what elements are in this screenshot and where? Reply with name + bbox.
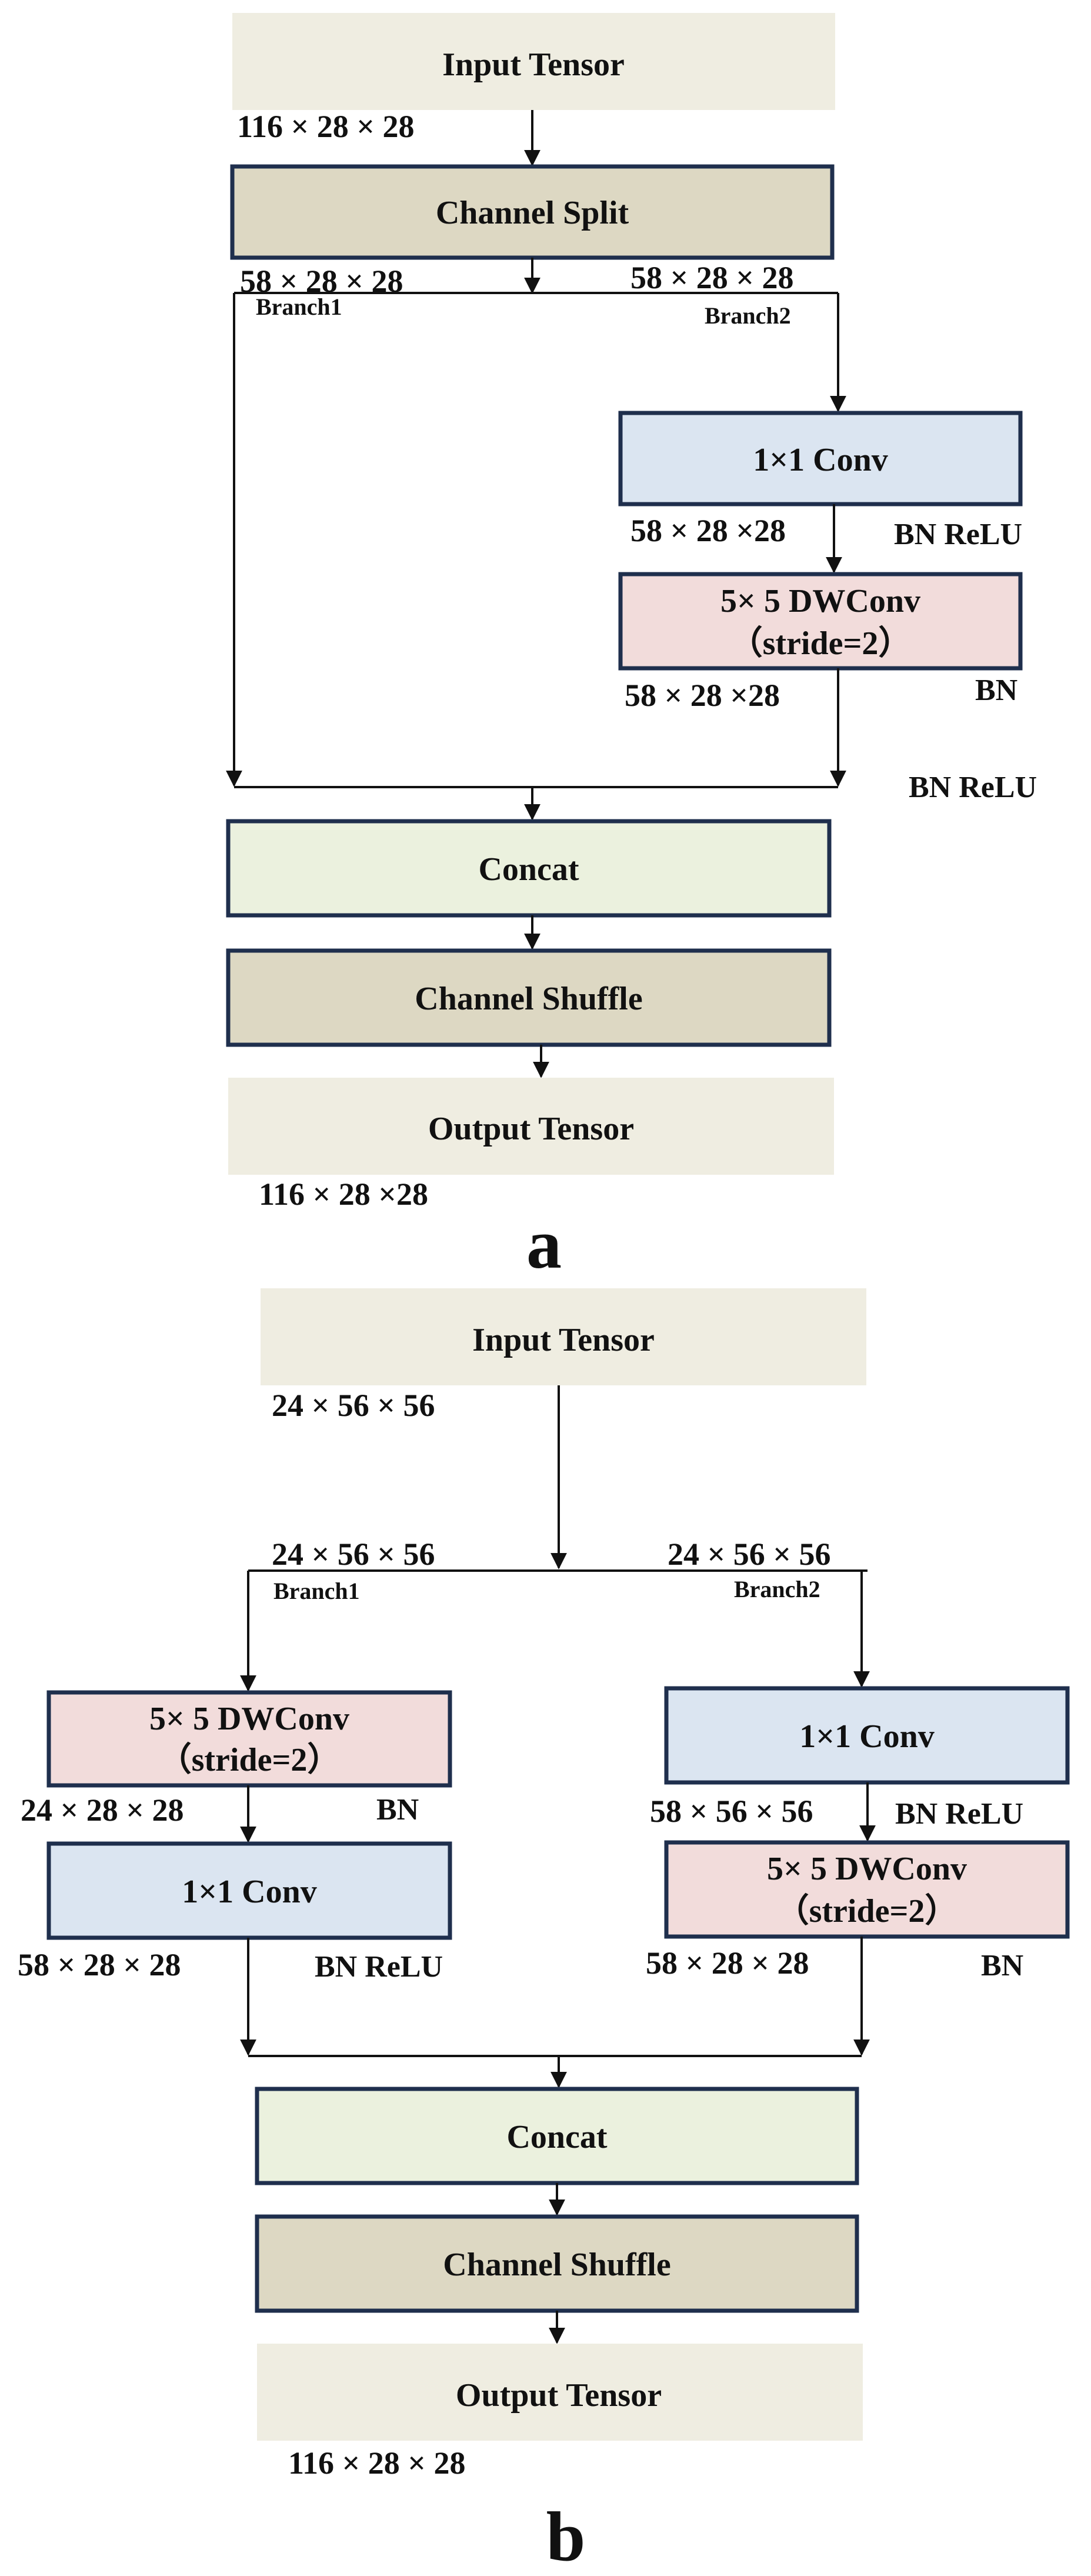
b-left-conv1x1-box xyxy=(46,1841,452,1940)
b-left-dwconv-dim: 24 × 28 × 28 xyxy=(21,1792,184,1828)
a-output-dim: 116 × 28 ×28 xyxy=(259,1177,428,1212)
a-conv1x1-dim: 58 × 28 ×28 xyxy=(630,513,786,548)
b-left-dwconv-act: BN xyxy=(376,1793,419,1827)
b-input-box xyxy=(261,1288,866,1385)
a-input-dim: 116 × 28 × 28 xyxy=(237,109,415,144)
a-branch2-label: Branch2 xyxy=(705,302,791,329)
b-output-dim: 116 × 28 × 28 xyxy=(288,2445,466,2481)
b-concat-box xyxy=(255,2087,859,2185)
b-left-dwconv-line1: 5× 5 DWConv xyxy=(149,1701,349,1737)
a-output-label: Output Tensor xyxy=(428,1111,634,1147)
b-input-dim: 24 × 56 × 56 xyxy=(272,1388,435,1423)
a-concat-label: Concat xyxy=(478,851,579,888)
b-shuffle-box xyxy=(255,2214,859,2313)
b-right-conv1x1-label: 1×1 Conv xyxy=(799,1718,935,1755)
a-split-dim-right: 58 × 28 × 28 xyxy=(630,260,794,295)
a-input-box xyxy=(232,13,835,110)
b-output-label: Output Tensor xyxy=(456,2377,662,2414)
a-conv1x1-box xyxy=(618,411,1023,506)
b-right-conv1x1-dim: 58 × 56 × 56 xyxy=(650,1794,813,1829)
a-dwconv-line2: （stride=2） xyxy=(730,625,912,662)
b-left-conv1x1-act: BN ReLU xyxy=(315,1950,443,1984)
a-concat-box xyxy=(226,819,832,918)
panel-b: Input Tensor 24 × 56 × 56 24 × 56 × 56 2… xyxy=(18,1288,1070,2575)
a-input-label: Input Tensor xyxy=(442,46,625,83)
b-right-conv1x1-box xyxy=(664,1686,1070,1785)
b-input-label: Input Tensor xyxy=(472,1322,655,1358)
a-conv1x1-act: BN ReLU xyxy=(894,518,1022,551)
b-branch2-label: Branch2 xyxy=(734,1576,820,1602)
b-right-conv1x1-act: BN ReLU xyxy=(895,1797,1023,1831)
a-channel-split-label: Channel Split xyxy=(436,195,629,231)
panel-a: Input Tensor 116 × 28 × 28 Channel Split… xyxy=(226,13,1037,1283)
b-right-dwconv-box xyxy=(664,1840,1070,1939)
a-output-box xyxy=(228,1078,834,1175)
a-conv1x1-label: 1×1 Conv xyxy=(753,442,888,478)
a-shuffle-label: Channel Shuffle xyxy=(415,981,642,1017)
a-dwconv-act: BN xyxy=(975,674,1017,707)
a-dwconv-dim: 58 × 28 ×28 xyxy=(625,678,780,713)
panel-b-label: b xyxy=(546,2497,586,2575)
a-channel-split-box xyxy=(230,164,835,260)
b-right-dwconv-act: BN xyxy=(981,1949,1023,1982)
b-shuffle-label: Channel Shuffle xyxy=(443,2247,670,2283)
b-right-dwconv-dim: 58 × 28 × 28 xyxy=(646,1945,809,1981)
b-right-dwconv-line2: （stride=2） xyxy=(776,1892,958,1929)
b-left-dwconv-line2: （stride=2） xyxy=(159,1741,341,1778)
b-left-dwconv-box xyxy=(46,1690,452,1788)
b-left-conv1x1-dim: 58 × 28 × 28 xyxy=(18,1947,181,1982)
a-dwconv-line1: 5× 5 DWConv xyxy=(720,583,920,619)
a-merge-act: BN ReLU xyxy=(909,771,1037,804)
b-concat-label: Concat xyxy=(506,2119,607,2155)
b-split-dim-right: 24 × 56 × 56 xyxy=(668,1537,831,1572)
panel-a-label: a xyxy=(526,1205,562,1283)
b-right-dwconv-line1: 5× 5 DWConv xyxy=(767,1851,967,1887)
b-left-conv1x1-label: 1×1 Conv xyxy=(182,1874,317,1910)
b-output-box xyxy=(257,2344,863,2441)
b-branch1-label: Branch1 xyxy=(273,1578,360,1604)
a-dwconv-box xyxy=(618,572,1023,671)
a-branch1-label: Branch1 xyxy=(256,294,342,320)
a-shuffle-box xyxy=(226,948,832,1047)
b-split-dim-left: 24 × 56 × 56 xyxy=(272,1537,435,1572)
